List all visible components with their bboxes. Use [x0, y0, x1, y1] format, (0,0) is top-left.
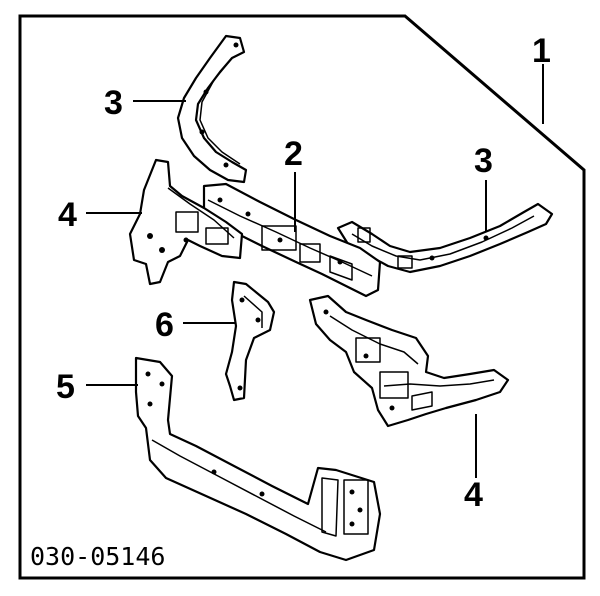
diagram-frame [18, 14, 586, 580]
part-4-right-bracket [308, 294, 510, 428]
callout-6: 6 [155, 306, 174, 344]
part-4-left-bracket [128, 158, 244, 286]
callout-4-right: 4 [464, 476, 483, 514]
callout-2: 2 [284, 135, 303, 173]
callout-4-left: 4 [58, 196, 77, 234]
part-3-right-arch [336, 202, 554, 274]
callout-5: 5 [56, 368, 75, 406]
part-2-upper-crossmember [202, 182, 382, 298]
callout-1: 1 [532, 32, 551, 70]
part-3-left-arch [176, 34, 248, 184]
part-5-lower-crossmember [134, 356, 382, 562]
part-6-stay [224, 280, 276, 402]
diagram-code: 030-05146 [30, 542, 165, 571]
callout-3-left: 3 [104, 84, 123, 122]
callout-3-right: 3 [474, 142, 493, 180]
